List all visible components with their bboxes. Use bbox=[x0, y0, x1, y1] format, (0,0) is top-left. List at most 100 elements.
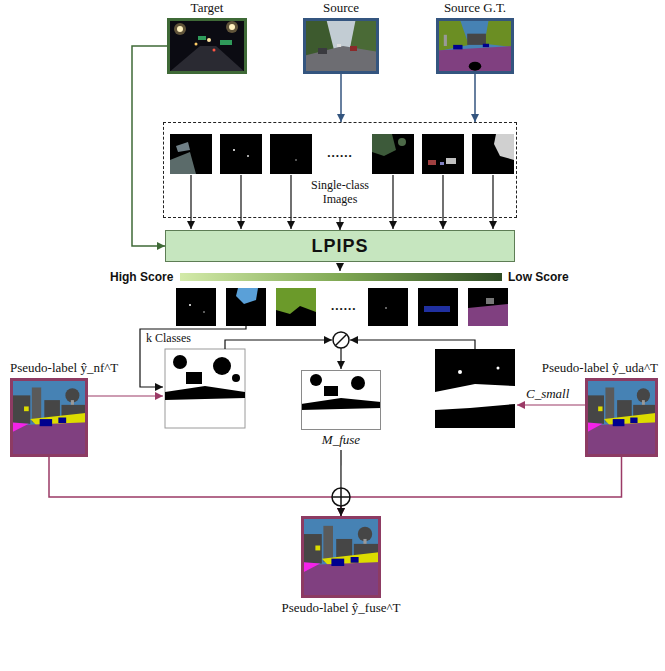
ranked-class-images-part bbox=[468, 288, 508, 326]
ground-truth-map-part bbox=[436, 18, 514, 74]
mask-arrows-part bbox=[225, 340, 332, 349]
binary-masks-part bbox=[186, 372, 202, 384]
single-class-images-part bbox=[372, 134, 414, 174]
ranked-class-images-part bbox=[276, 288, 316, 326]
target-photo-part bbox=[174, 23, 186, 35]
image-heading: Pseudo-label ŷ_uda^T bbox=[542, 360, 658, 376]
single-class-group: ...... Single-class Images bbox=[163, 122, 517, 218]
single-class-images-part bbox=[295, 159, 297, 161]
image-heading: Target bbox=[191, 0, 224, 16]
image-heading: Pseudo-label ŷ_nf^T bbox=[10, 360, 118, 376]
ground-truth-map bbox=[436, 18, 514, 74]
single-class-images-part bbox=[472, 134, 514, 174]
ranked-class-images-part bbox=[424, 306, 450, 312]
pseudo-label-image: Pseudo-label ŷ_fuse^T bbox=[281, 516, 400, 618]
target-image: Target bbox=[167, 0, 247, 74]
single-class-images bbox=[170, 134, 514, 174]
image-frame bbox=[436, 18, 514, 74]
image-frame bbox=[585, 378, 658, 457]
pseudo-label-maps-part bbox=[10, 378, 88, 457]
single-class-images-part bbox=[220, 134, 262, 174]
image-frame bbox=[10, 378, 88, 457]
binary-masks-part bbox=[165, 386, 245, 400]
target-photo bbox=[167, 18, 247, 74]
flow-connector bbox=[339, 218, 340, 230]
image-to-lpips-arrows-part bbox=[492, 175, 493, 229]
ellipsis: ...... bbox=[320, 145, 360, 161]
division-operator bbox=[333, 332, 349, 348]
source-photo-part bbox=[337, 44, 341, 47]
ranked-class-images-part bbox=[468, 304, 508, 326]
mask-arrows bbox=[88, 340, 585, 405]
score-end-label: High Score bbox=[110, 269, 173, 285]
binary-masks-part bbox=[435, 384, 515, 410]
ranked-class-images-part bbox=[276, 288, 316, 314]
single-class-images-part bbox=[428, 160, 436, 165]
ranked-class-images-part bbox=[226, 288, 266, 326]
source-photo-part bbox=[303, 18, 379, 74]
binary-masks-part bbox=[173, 355, 187, 369]
pseudo-label-connector bbox=[341, 457, 622, 516]
mask-arrows-part bbox=[517, 404, 585, 405]
fusion-operator bbox=[332, 488, 350, 506]
ranked-class-images-part bbox=[189, 304, 191, 306]
box-label: Single-class Images bbox=[300, 178, 380, 206]
target-photo-part bbox=[220, 40, 232, 45]
connectors bbox=[49, 46, 622, 516]
mask-arrows-part bbox=[340, 348, 341, 369]
target-photo-part bbox=[198, 36, 206, 40]
mask-connector bbox=[340, 450, 341, 516]
binary-masks-part bbox=[165, 349, 245, 428]
source-photo bbox=[303, 18, 379, 74]
score-end-label: Low Score bbox=[508, 269, 569, 285]
target-photo-part bbox=[213, 49, 216, 52]
single-class-images-part bbox=[170, 152, 196, 174]
source-photo-part bbox=[303, 18, 334, 58]
image-heading: Source G.T. bbox=[444, 0, 506, 16]
image-to-lpips-arrows-part bbox=[290, 175, 291, 229]
ranked-class-images-part bbox=[418, 288, 458, 326]
ranked-class-images-part bbox=[486, 298, 494, 304]
single-class-images-part bbox=[372, 134, 396, 156]
class-set-label: C_small bbox=[526, 386, 569, 402]
fusion-operator-part bbox=[340, 488, 342, 506]
target-connector bbox=[132, 46, 167, 246]
image-heading: Source bbox=[323, 0, 359, 16]
pseudo-label-maps-part bbox=[585, 378, 658, 457]
single-class-images-part bbox=[422, 134, 464, 174]
binary-masks-part bbox=[458, 370, 462, 374]
single-class-images-part bbox=[494, 134, 514, 160]
mask-arrows-part bbox=[88, 395, 163, 396]
box-label: LPIPS bbox=[311, 236, 368, 256]
class-selection-line bbox=[140, 326, 246, 387]
image-heading: Pseudo-label ŷ_fuse^T bbox=[281, 600, 400, 616]
binary-masks-part bbox=[435, 349, 515, 428]
target-photo-part bbox=[167, 18, 247, 74]
single-class-images-part bbox=[233, 149, 235, 151]
image-to-lpips-arrows-part bbox=[190, 175, 191, 229]
division-operator-part bbox=[333, 332, 349, 348]
source-photo-part bbox=[350, 18, 379, 56]
pseudo-label-maps bbox=[10, 378, 658, 598]
ranked-class-images bbox=[176, 288, 508, 326]
target-photo-part bbox=[207, 38, 211, 42]
target-photo-part bbox=[177, 26, 183, 32]
ranked-class-images-part bbox=[176, 288, 216, 326]
source-connector bbox=[340, 74, 342, 122]
ranked-class-images-part bbox=[236, 288, 258, 304]
fusion-mask: M_fuse bbox=[301, 370, 381, 450]
fusion-operator-part bbox=[332, 488, 350, 506]
pseudo-label-connector bbox=[49, 457, 341, 516]
ranked-class-images-part bbox=[385, 307, 387, 309]
target-photo-part bbox=[167, 46, 247, 74]
image-frame bbox=[301, 370, 381, 430]
image-to-lpips-arrows-part bbox=[442, 175, 443, 229]
mask-arrows-part bbox=[350, 340, 475, 349]
binary-masks-part bbox=[213, 357, 231, 375]
single-class-images-part bbox=[247, 155, 249, 157]
image-to-lpips-arrows-part bbox=[240, 175, 241, 229]
